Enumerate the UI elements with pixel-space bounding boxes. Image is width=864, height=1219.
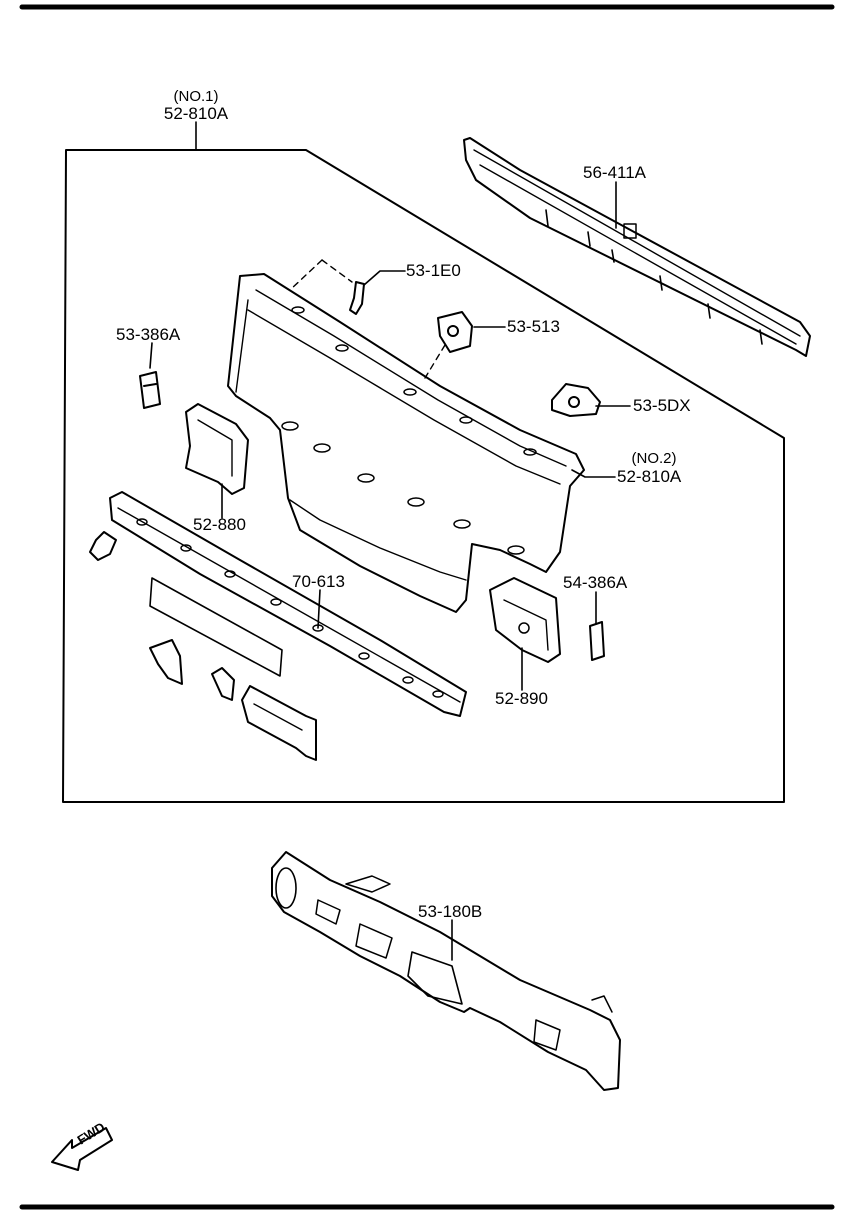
- group-boundary: [62, 149, 785, 803]
- label-bracket-54-386a: 54-386A: [563, 573, 628, 592]
- label-nut-plate-513: 53-513: [507, 317, 560, 336]
- latch-53-5dx: [551, 383, 601, 417]
- label-bracket-880: 52-880: [193, 515, 246, 534]
- label-bracket-386a: 53-386A: [116, 325, 181, 344]
- dash-panel-53-180b: [271, 851, 621, 1091]
- bracket-54-386a: [589, 621, 605, 661]
- insulator-plate: [149, 577, 283, 677]
- nut-plate-53-513: [437, 311, 473, 353]
- bracket-52-880: [185, 403, 249, 495]
- label-bracket-1e0: 53-1E0: [406, 261, 461, 280]
- label-cowl-member: 56-411A: [583, 163, 647, 182]
- bracket-53-1e0: [349, 281, 365, 315]
- clip-left: [89, 531, 117, 561]
- reinforcement-70-613: [109, 491, 467, 717]
- clip-small: [211, 667, 235, 701]
- label-main-panel-no2-qualifier: (NO.2): [631, 450, 677, 467]
- dashed-guides: [289, 259, 446, 379]
- clip-center: [149, 639, 183, 685]
- bracket-52-890: [489, 577, 561, 663]
- main-panel-52-810a: [227, 273, 585, 613]
- label-dash-panel: 53-180B: [418, 902, 483, 921]
- label-main-panel-no1-qualifier: (NO.1): [173, 88, 219, 105]
- label-main-panel-no2: 52-810A: [617, 467, 682, 486]
- label-latch-5dx: 53-5DX: [633, 396, 691, 415]
- bracket-53-386a: [139, 371, 161, 409]
- label-main-panel-no1: 52-810A: [163, 104, 229, 123]
- label-reinforcement-70-613: 70-613: [292, 572, 345, 591]
- fwd-arrow: [51, 1127, 113, 1171]
- label-bracket-890: 52-890: [495, 689, 548, 708]
- cowl-member-56-411a: [463, 137, 811, 357]
- leader-lines: [149, 121, 631, 961]
- bracket-lower: [241, 685, 317, 761]
